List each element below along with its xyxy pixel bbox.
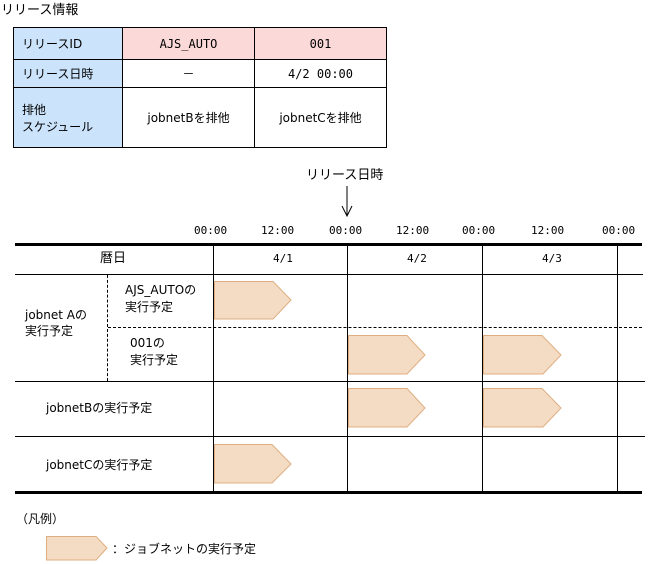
grid-line <box>15 436 645 437</box>
calendar-header: 暦日 <box>100 251 127 266</box>
grid-col-line <box>617 245 618 492</box>
schedule-bar-jobnet-b-4-3 <box>483 388 562 428</box>
exclusive-schedule-label-line1: 排他 <box>22 102 47 117</box>
schedule-bar-ajs-auto-4-1 <box>214 281 292 320</box>
release-id-001: 001 <box>254 27 387 60</box>
release-datetime-001: 4/2 00:00 <box>254 59 387 88</box>
jobnet-a-label-line2: 実行予定 <box>25 324 74 338</box>
release-001-schedule-line1: 001の <box>130 336 165 350</box>
legend-bar-icon <box>46 536 108 561</box>
exclusive-schedule-label: 排他 スケジュール <box>13 87 123 148</box>
date-4-3: 4/3 <box>542 252 562 265</box>
grid-line <box>15 381 645 382</box>
legend-title: （凡例） <box>16 512 65 526</box>
time-tick: 00:00 <box>329 224 363 237</box>
schedule-bar-jobnet-b-4-2 <box>348 388 426 428</box>
schedule-bar-001-4-3 <box>483 335 562 375</box>
grid-col-line <box>347 245 348 492</box>
release-id-ajs-auto: AJS_AUTO <box>122 27 255 60</box>
grid-line <box>15 274 643 275</box>
exclusive-ajs-auto: jobnetBを排他 <box>122 87 255 148</box>
schedule-bar-jobnet-c-4-1 <box>214 444 292 484</box>
jobnet-b-label: jobnetBの実行予定 <box>46 401 153 415</box>
release-id-label: リリースID <box>13 27 123 60</box>
jobnet-c-label: jobnetCの実行予定 <box>46 458 153 472</box>
legend-item-label: ：ジョブネットの実行予定 <box>112 542 257 556</box>
time-tick: 12:00 <box>396 224 430 237</box>
grid-col-line <box>482 245 483 492</box>
release-info-title: リリース情報 <box>1 3 79 18</box>
time-tick: 12:00 <box>531 224 565 237</box>
time-tick: 00:00 <box>194 224 228 237</box>
release-datetime-label: リリース日時 <box>13 59 123 88</box>
grid-col-line <box>213 245 214 492</box>
release-001-schedule-line2: 実行予定 <box>130 353 179 367</box>
release-marker-label: リリース日時 <box>306 168 384 183</box>
schedule-bar-001-4-2 <box>348 335 426 375</box>
exclusive-schedule-label-line2: スケジュール <box>22 119 94 134</box>
grid-bottom-line <box>15 491 642 494</box>
release-datetime-ajs-auto: － <box>122 59 255 88</box>
grid-dashed-line <box>108 327 642 328</box>
time-tick: 00:00 <box>462 224 496 237</box>
grid-top-line <box>15 243 642 246</box>
release-info-table: リリースID AJS_AUTO 001 リリース日時 － 4/2 00:00 排… <box>13 27 387 148</box>
date-4-1: 4/1 <box>273 252 293 265</box>
exclusive-001: jobnetCを排他 <box>254 87 387 148</box>
ajs-auto-schedule-line1: AJS_AUTOの <box>125 283 197 297</box>
date-4-2: 4/2 <box>407 252 427 265</box>
down-arrow-icon <box>341 186 353 218</box>
ajs-auto-schedule-line2: 実行予定 <box>125 300 174 314</box>
grid-sub-dashed-line <box>107 275 108 381</box>
time-tick: 00:00 <box>602 224 636 237</box>
jobnet-a-label-line1: jobnet Aの <box>25 308 88 322</box>
time-tick: 12:00 <box>261 224 295 237</box>
